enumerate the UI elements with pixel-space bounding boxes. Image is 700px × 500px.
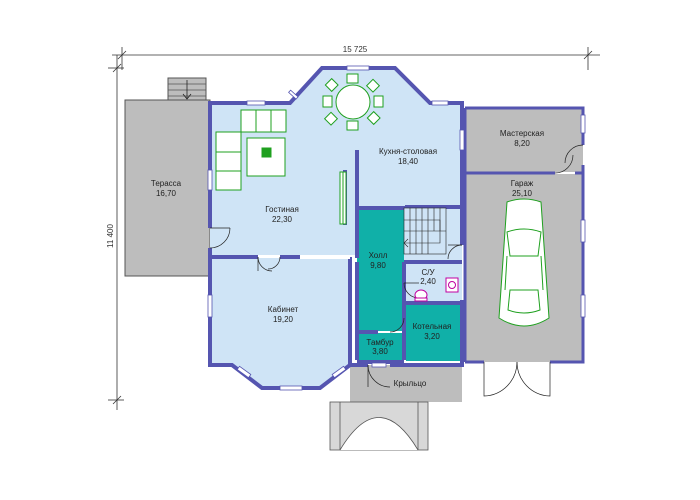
room-area-terrace: 16,70	[156, 189, 177, 198]
room-name-workshop: Мастерская	[500, 129, 544, 138]
windows	[207, 65, 586, 391]
coffee-table-icon	[246, 137, 286, 177]
porch-steps	[329, 401, 429, 451]
dimension-width: 15 725	[343, 45, 368, 54]
room-name-office: Кабинет	[268, 305, 299, 314]
room-area-hall: 9,80	[370, 261, 386, 270]
doors	[209, 144, 584, 397]
tv-unit-icon	[339, 171, 347, 225]
room-name-terrace: Терасса	[151, 179, 182, 188]
room-area-kitchen: 18,40	[398, 157, 419, 166]
furniture	[215, 73, 550, 327]
room-name-living: Гостиная	[265, 205, 299, 214]
room-name-vestibule: Тамбур	[366, 338, 394, 347]
sink-icon	[445, 277, 459, 293]
dimension-lines	[108, 47, 600, 410]
terrace	[124, 77, 211, 277]
entry-arrow-icon	[182, 80, 192, 100]
room-area-vestibule: 3,80	[372, 347, 388, 356]
dining-table-icon	[322, 73, 384, 131]
room-name-garage: Гараж	[511, 179, 534, 188]
staircase	[403, 207, 447, 255]
car-icon	[498, 198, 550, 327]
room-labels: Терасса 16,70 Кухня-столовая 18,40 Масте…	[151, 129, 544, 388]
porch-label: Крыльцо	[394, 379, 427, 388]
room-name-boiler: Котельная	[413, 322, 452, 331]
sofa-icon	[215, 109, 287, 191]
room-area-boiler: 3,20	[424, 332, 440, 341]
room-area-wc: 2,40	[420, 277, 436, 286]
room-area-office: 19,20	[273, 315, 294, 324]
room-area-workshop: 8,20	[514, 139, 530, 148]
room-name-wc: С/У	[421, 268, 435, 277]
room-area-living: 22,30	[272, 215, 293, 224]
walls	[208, 66, 464, 390]
room-name-hall: Холл	[369, 251, 388, 260]
room-area-garage: 25,10	[512, 189, 533, 198]
room-name-kitchen: Кухня-столовая	[379, 147, 437, 156]
toilet-icon	[414, 289, 428, 302]
dimension-height: 11 400	[106, 224, 115, 248]
